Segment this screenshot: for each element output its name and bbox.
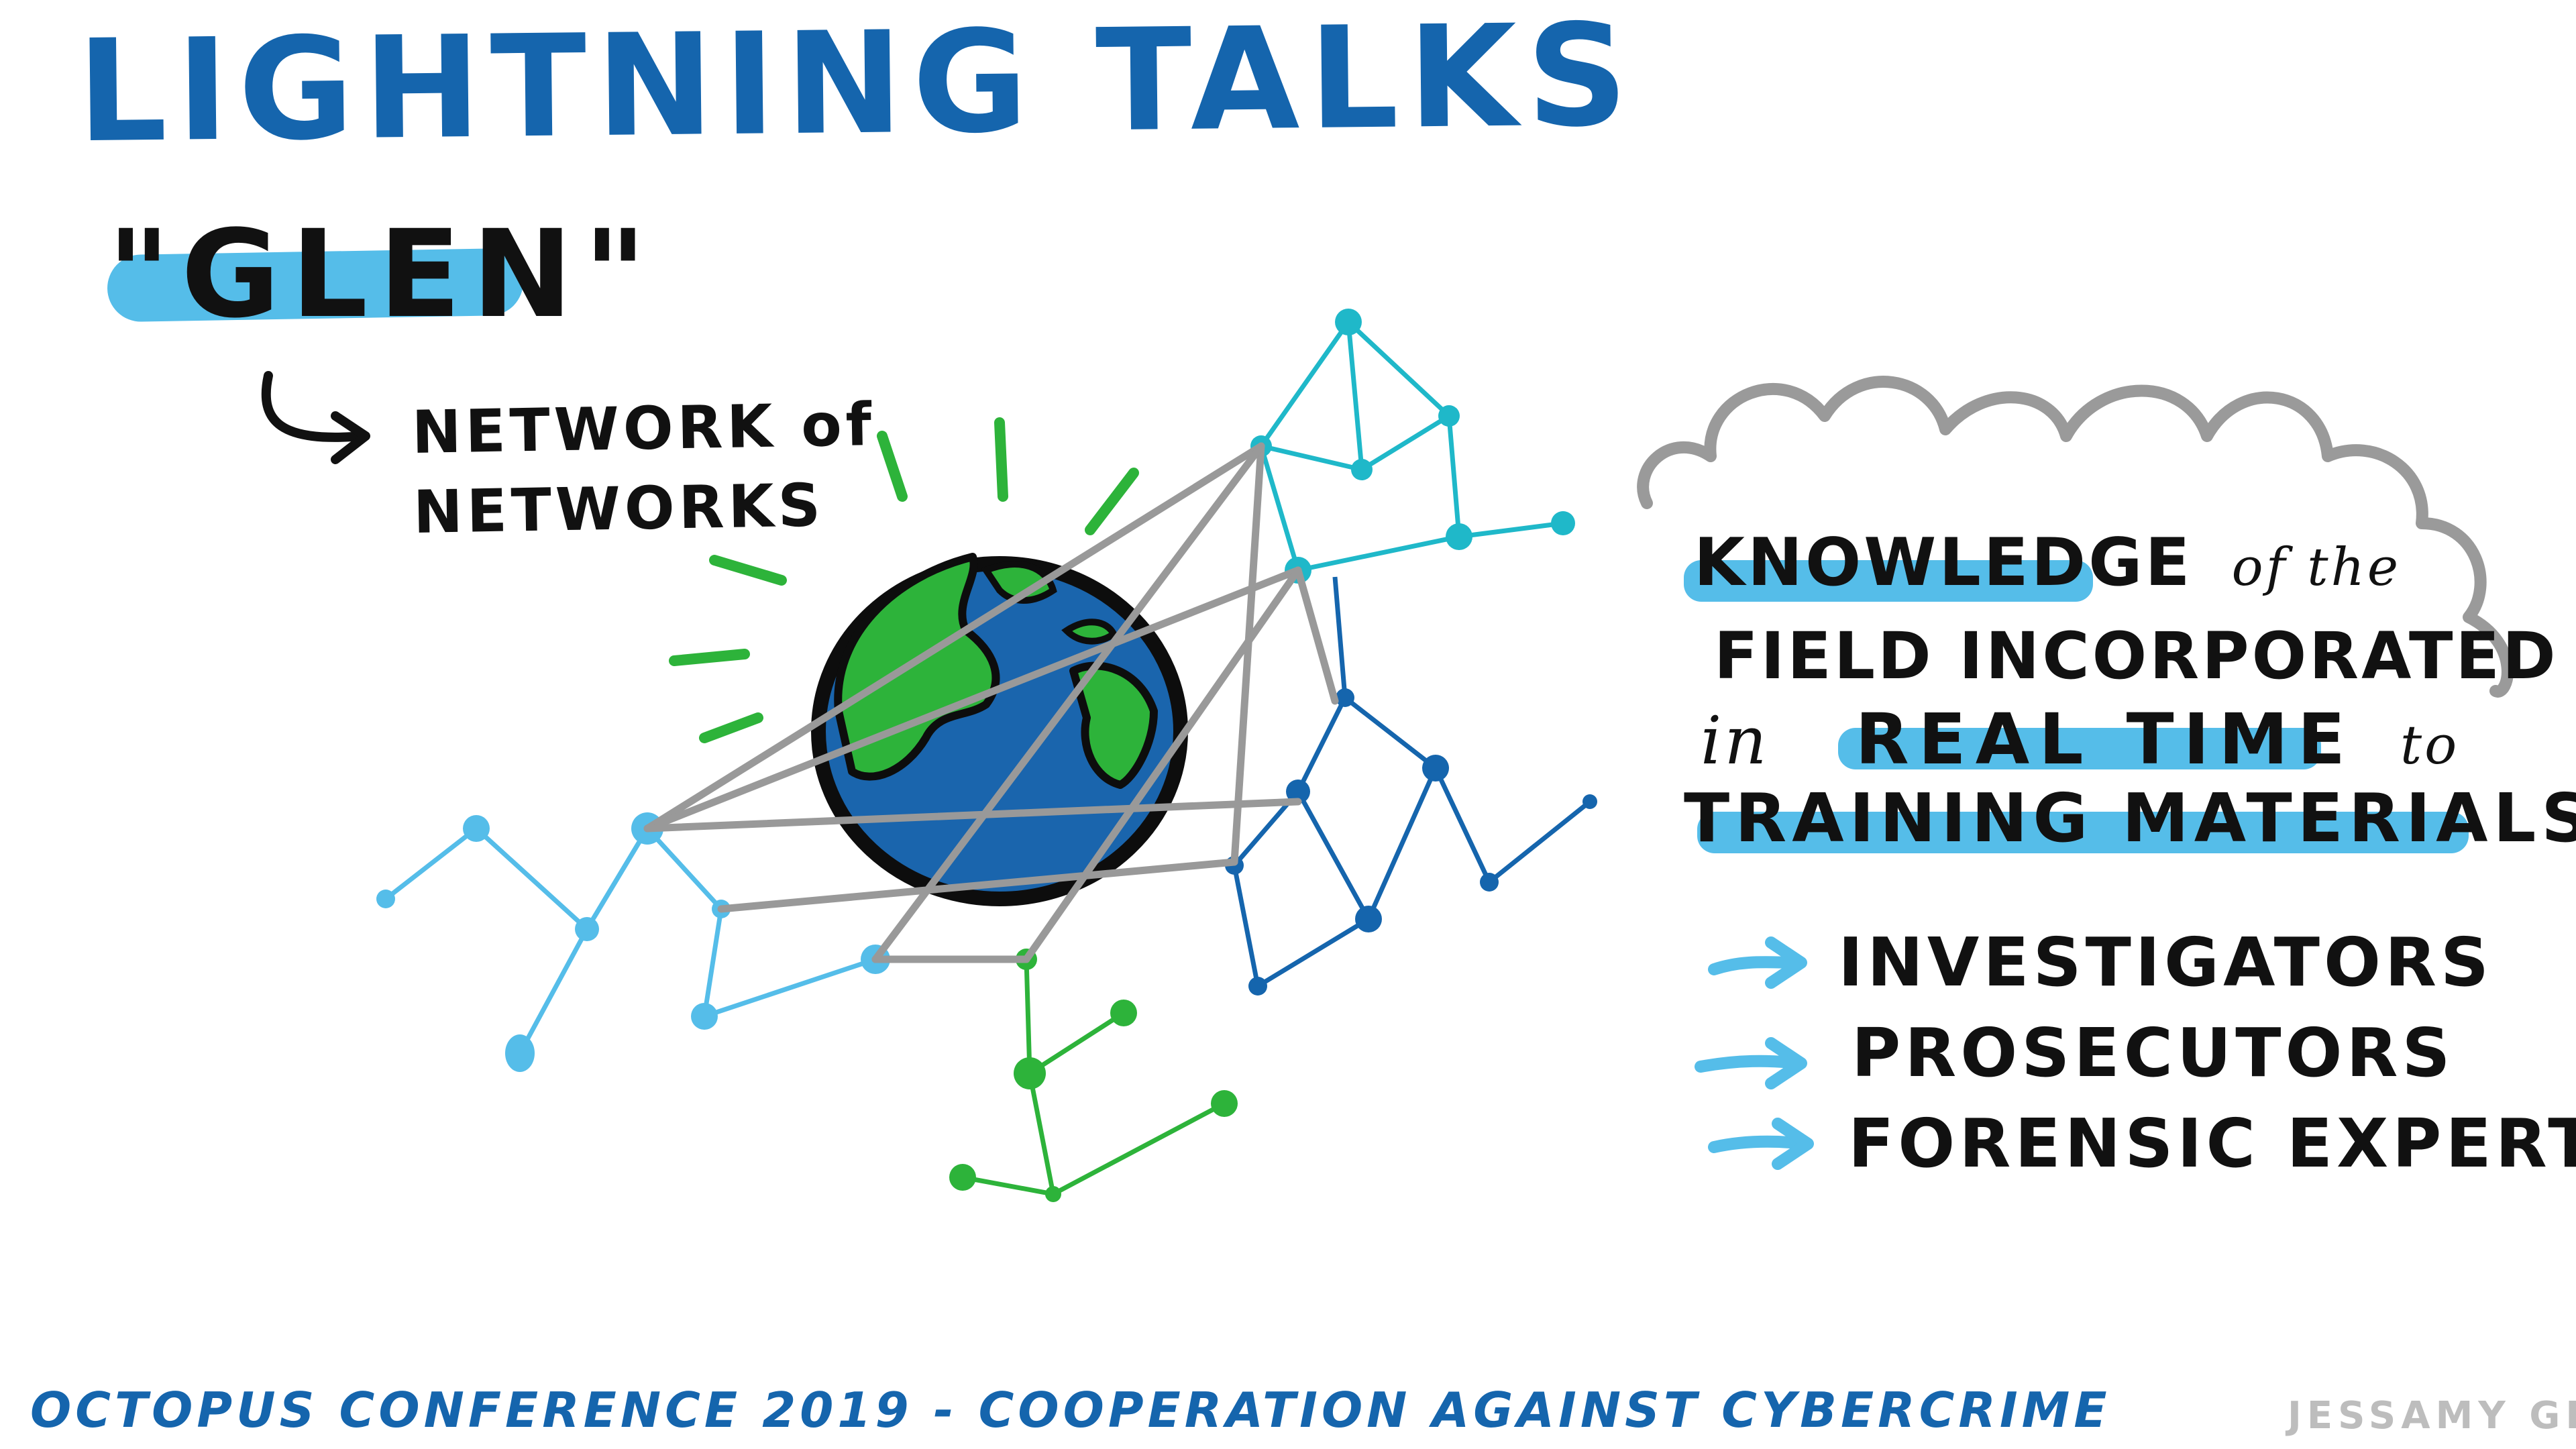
network-of-networks-label: NETWORK of NETWORKS bbox=[411, 389, 876, 547]
highlight-training-materials bbox=[1697, 812, 2469, 853]
knowledge-line-3: in REAL TIME to bbox=[1701, 704, 2459, 774]
darkblue-network bbox=[1232, 576, 1592, 990]
knowledge-line-2: FIELD INCORPORATED bbox=[1714, 619, 2559, 694]
audience-investigators: INVESTIGATORS bbox=[1838, 923, 2493, 1002]
highlight-real-time bbox=[1838, 728, 2321, 769]
audience-forensic-experts: FORENSIC EXPERTS bbox=[1848, 1104, 2576, 1183]
arrow-icon bbox=[1695, 1037, 1807, 1089]
sparkle-lines bbox=[669, 417, 1139, 743]
audience-prosecutors: PROSECUTORS bbox=[1851, 1014, 2455, 1092]
teal-nodes bbox=[1250, 309, 1575, 584]
to-word: to bbox=[2400, 714, 2460, 776]
knowledge-line-4: TRAINING MATERIALS bbox=[1684, 779, 2576, 857]
cloud-icon bbox=[1637, 376, 2514, 698]
artist-signature: JESSAMY GEE bbox=[2288, 1394, 2576, 1438]
real-time-words: REAL TIME bbox=[1855, 698, 2355, 780]
highlight-knowledge bbox=[1684, 560, 2093, 602]
in-word: in bbox=[1701, 703, 1770, 780]
knowledge-line-1: KNOWLEDGE of the bbox=[1694, 530, 2401, 596]
knowledge-word: KNOWLEDGE bbox=[1694, 525, 2193, 601]
lightblue-network bbox=[384, 824, 877, 1055]
arrow-icon bbox=[1708, 1118, 1814, 1170]
of-the-words: of the bbox=[2231, 537, 2401, 598]
green-network bbox=[962, 959, 1226, 1198]
gray-links bbox=[643, 442, 1339, 963]
darkblue-nodes bbox=[1225, 688, 1597, 996]
green-nodes bbox=[949, 949, 1238, 1202]
arrow-icon bbox=[1708, 936, 1807, 989]
teal-network bbox=[1257, 316, 1564, 573]
footer-conference: OCTOPUS CONFERENCE 2019 - COOPERATION AG… bbox=[30, 1382, 2111, 1438]
curved-arrow-icon bbox=[261, 371, 370, 464]
glen-heading: "GLEN" bbox=[107, 205, 657, 345]
